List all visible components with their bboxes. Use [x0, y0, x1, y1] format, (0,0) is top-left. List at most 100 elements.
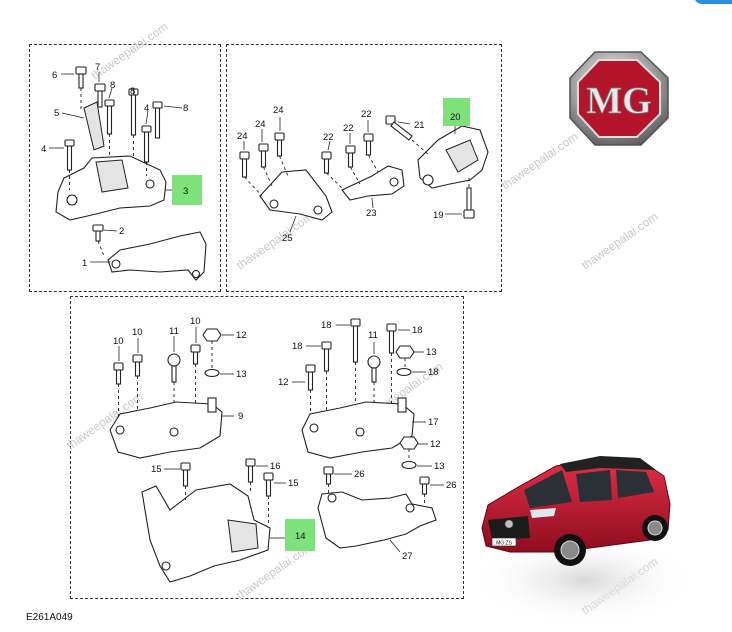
car-plate	[491, 537, 517, 547]
callout-label: 18	[321, 320, 332, 331]
bracket-25	[259, 169, 333, 221]
bolt-11a	[167, 353, 181, 383]
bolt-16	[245, 458, 256, 483]
car-windshield	[524, 470, 572, 508]
panel-bottom	[70, 296, 464, 599]
mount-9-hole	[115, 425, 125, 435]
callout-label: 23	[366, 208, 377, 219]
mount-9-hole	[169, 427, 179, 437]
bolt-19	[463, 187, 475, 219]
mount-9	[109, 401, 223, 459]
highlight-callout-20[interactable]	[443, 98, 470, 126]
callout-label: 18	[428, 367, 439, 378]
mount-9-stud	[207, 397, 217, 413]
callout-label: 15	[288, 478, 299, 489]
car-front-rim	[560, 540, 580, 560]
mount-17-hole	[309, 423, 319, 433]
bolt-24c	[274, 132, 285, 157]
callout-labels: 6 7 8 8 8 5 4 4 3 2 1 24 24 24 22 22 22 …	[41, 62, 461, 562]
bolt-11b	[367, 355, 381, 383]
highlight-callout-14[interactable]	[285, 519, 315, 551]
car-grille-badge-icon	[504, 519, 514, 529]
mount-3-hole	[66, 194, 78, 206]
bolt-15a	[180, 462, 191, 487]
bolt-26a	[323, 466, 334, 485]
callout-label: 4	[41, 144, 46, 155]
mount-17-stud	[397, 397, 407, 413]
bolt-15b	[263, 472, 274, 497]
callout-label: 18	[292, 341, 303, 352]
callout-label: 16	[270, 461, 281, 472]
bolt-10a	[113, 362, 124, 385]
bolt-8a	[104, 99, 115, 135]
bolt-24a	[239, 151, 250, 178]
bolt-6	[75, 66, 87, 89]
callout-label: 2	[119, 226, 124, 237]
callout-label: 18	[412, 325, 423, 336]
callout-label: 22	[323, 132, 334, 143]
assembly-top-left	[49, 66, 207, 281]
bolt-22b	[345, 145, 356, 168]
nut-12a	[202, 328, 222, 342]
callout-label: 22	[361, 109, 372, 120]
callout-label: 22	[343, 123, 354, 134]
callout-label: 12	[236, 330, 247, 341]
bolt-18b	[321, 341, 332, 372]
car-plate-text: MG ZS	[496, 541, 512, 547]
mount-20-detail	[445, 139, 479, 173]
callout-label: 10	[190, 316, 201, 327]
callout-label: 13	[434, 461, 445, 472]
callout-label: 24	[273, 105, 284, 116]
bolt-10b	[132, 354, 143, 377]
panel-top-right	[226, 44, 502, 292]
callout-label: 4	[144, 103, 149, 114]
bolt-22a	[321, 151, 332, 174]
bolt-26b	[419, 476, 430, 495]
diagram-reference-code: E261A049	[26, 612, 73, 623]
mount-14-detail	[227, 519, 259, 553]
corner-badge	[694, 0, 732, 4]
callout-label: 10	[113, 336, 124, 347]
bolt-18c	[386, 323, 397, 354]
callout-label: 8	[110, 80, 115, 91]
bracket-25-hole	[313, 205, 323, 215]
mg-logo-text: MG	[586, 80, 651, 122]
bolt-21	[385, 115, 413, 141]
bolt-8c	[152, 101, 163, 139]
car-headlight	[530, 508, 556, 518]
bracket-5	[83, 101, 105, 151]
mount-3-hole	[145, 179, 155, 189]
bolt-18a	[350, 318, 361, 363]
mount-14	[141, 483, 271, 583]
mount-3-detail	[95, 159, 129, 193]
bolt-4b	[64, 139, 75, 171]
callout-label: 11	[169, 326, 179, 337]
bolt-2	[92, 224, 104, 242]
callout-label hl-text: 20	[450, 112, 461, 123]
mount-17-hole	[355, 427, 365, 437]
nut-12b	[395, 345, 415, 359]
callout-label: 12	[278, 377, 289, 388]
car-side-window	[576, 470, 612, 502]
callout-label: 1	[82, 258, 87, 269]
callout-label: 6	[52, 70, 57, 81]
callout-label: 11	[368, 330, 378, 341]
bracket-23	[341, 165, 405, 201]
panel-top-left	[29, 44, 221, 292]
mount-20-hole	[422, 174, 434, 186]
bracket-23-hole	[389, 177, 399, 187]
washer-13c	[401, 460, 417, 470]
car-roof	[560, 456, 656, 472]
callout-label hl-text: 3	[183, 186, 188, 197]
bracket-27-hole	[327, 493, 337, 503]
nut-12c	[399, 436, 419, 450]
callout-label: 25	[282, 233, 293, 244]
callout-label: 26	[446, 480, 457, 491]
bolt-10c	[190, 344, 201, 365]
callout-label: 13	[426, 347, 437, 358]
highlight-callout-3[interactable]	[172, 175, 202, 205]
car-rear-window	[616, 470, 654, 498]
callout-label: 8	[130, 86, 135, 97]
callout-label: 13	[236, 369, 247, 380]
car-illustration: MG ZS	[470, 456, 700, 626]
